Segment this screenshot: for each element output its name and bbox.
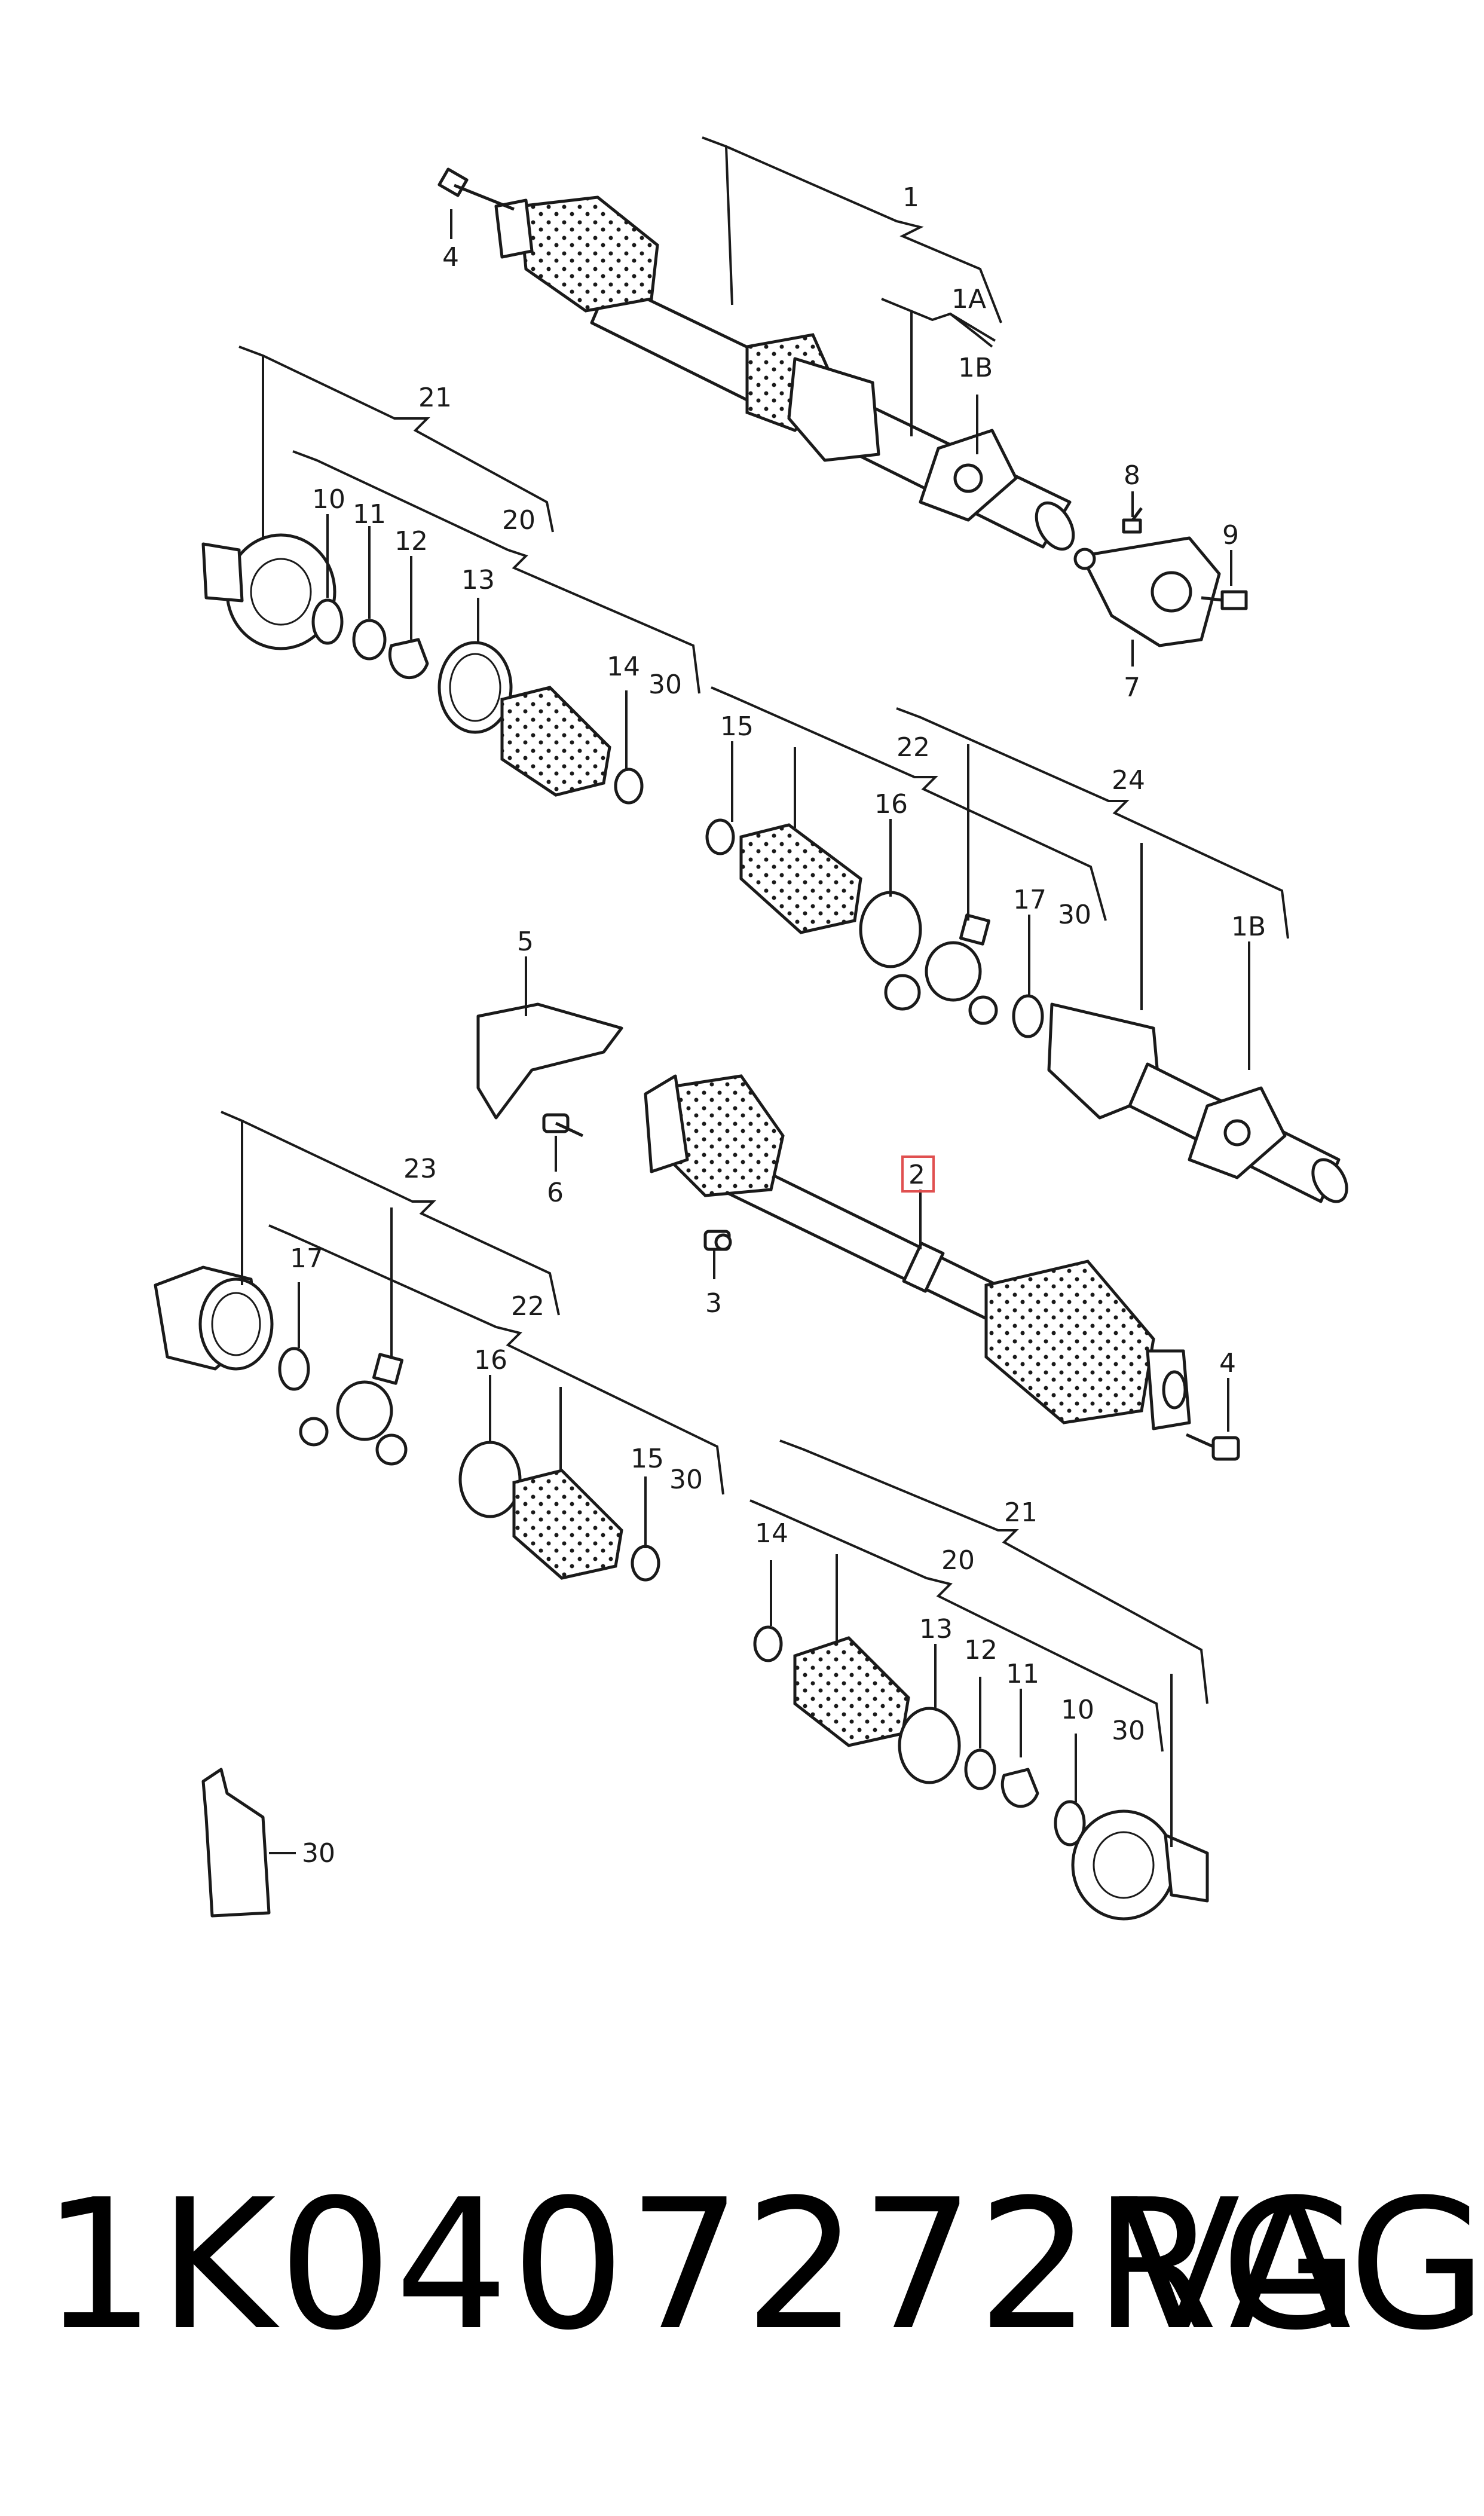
cup-11-bot[interactable] (1000, 1768, 1039, 1808)
callout-17-bot: 17 (290, 1243, 323, 1274)
callout-1: 1 (902, 182, 919, 213)
callout-17-top: 17 (1013, 885, 1047, 915)
callout-10-top: 10 (312, 484, 345, 515)
callout-13-bot: 13 (919, 1614, 953, 1644)
callout-1b-top: 1B (958, 353, 993, 383)
highlight-box-2 (901, 1155, 935, 1193)
callout-1a: 1A (951, 284, 986, 314)
tripod-22[interactable] (884, 913, 998, 1025)
clamp-14-top[interactable] (614, 768, 644, 805)
clamp-15-bot[interactable] (631, 1545, 660, 1582)
callout-4-mid: 4 (1219, 1348, 1236, 1378)
callout-12-bot: 12 (964, 1635, 998, 1665)
callout-24: 24 (1112, 765, 1145, 796)
callout-5: 5 (517, 927, 534, 957)
bolt-3[interactable] (703, 1230, 732, 1251)
circlip-17-top[interactable] (1012, 994, 1044, 1038)
callout-11-bot: 11 (1006, 1659, 1039, 1689)
drive-shaft-upper[interactable] (494, 195, 1081, 555)
callout-30-d: 30 (1112, 1716, 1145, 1746)
tripod-22-bot[interactable] (299, 1353, 408, 1466)
callout-labels: 1 1A 1B 4 8 9 7 21 20 10 11 12 13 14 30 … (290, 182, 1266, 1869)
callout-7: 7 (1124, 672, 1140, 703)
bolt-9[interactable] (1201, 590, 1248, 610)
callout-1b-mid: 1B (1231, 912, 1266, 942)
heat-shield-5[interactable] (476, 1002, 623, 1120)
callout-3: 3 (705, 1288, 722, 1319)
callout-15-bot: 15 (631, 1444, 664, 1474)
ring-12-bot[interactable] (964, 1748, 996, 1790)
outer-joint-21-bot[interactable] (1071, 1809, 1209, 1921)
bracket-7[interactable] (1073, 536, 1221, 647)
cup-12-top[interactable] (388, 638, 429, 680)
callout-23: 23 (403, 1154, 437, 1184)
callout-22-bot: 22 (511, 1291, 544, 1322)
callout-9: 9 (1222, 520, 1239, 551)
callout-11-top: 11 (353, 499, 386, 530)
callout-14-bot: 14 (755, 1518, 788, 1549)
callout-16-bot: 16 (474, 1345, 507, 1375)
callout-30-c: 30 (669, 1465, 703, 1495)
bolt-6[interactable] (542, 1113, 584, 1138)
clamp-15-top[interactable] (705, 818, 735, 855)
callout-22-top: 22 (896, 732, 930, 763)
clamp-13-bot[interactable] (898, 1707, 961, 1784)
circlip-17-bot[interactable] (278, 1347, 310, 1391)
callout-30-a: 30 (648, 669, 682, 700)
flange-23[interactable] (154, 1265, 274, 1371)
boot-20-top[interactable] (500, 686, 611, 797)
callout-21-top: 21 (418, 383, 452, 413)
callout-20-bot: 20 (941, 1545, 975, 1576)
callout-12-top: 12 (394, 526, 428, 557)
boot-22-top[interactable] (739, 823, 862, 934)
boot-22-bot[interactable] (512, 1469, 623, 1580)
callout-21-bot: 21 (1004, 1497, 1038, 1528)
callout-13-top: 13 (461, 565, 495, 595)
bolt-top-left[interactable] (437, 167, 515, 211)
circlip-10-top[interactable] (311, 598, 344, 645)
callout-30-grease: 30 (302, 1838, 335, 1869)
clamp-16-top[interactable] (859, 891, 922, 968)
grease-tube-30[interactable] (201, 1768, 271, 1918)
boot-20-bot[interactable] (793, 1636, 910, 1747)
clamp-16-bot[interactable] (458, 1441, 522, 1518)
callout-20-top: 20 (502, 505, 536, 536)
callout-10-bot: 10 (1061, 1695, 1094, 1725)
callout-4-top: 4 (442, 242, 459, 273)
ring-11-top[interactable] (352, 619, 387, 661)
callout-30-b: 30 (1058, 900, 1091, 930)
callout-6: 6 (547, 1178, 564, 1208)
callout-8: 8 (1124, 460, 1140, 491)
clamp-13-top[interactable] (437, 641, 513, 734)
circlip-10-bot[interactable] (1054, 1800, 1086, 1847)
brand-name: VAG (1118, 2161, 1484, 2370)
callout-15-top: 15 (720, 711, 754, 742)
callout-14-top: 14 (607, 652, 640, 682)
tripod-housing-24[interactable] (1047, 1002, 1354, 1207)
part-number: 1K0407272RG (42, 2161, 1362, 2370)
callout-16-top: 16 (874, 789, 908, 820)
exploded-parts-diagram: 1 1A 1B 4 8 9 7 21 20 10 11 12 13 14 30 … (154, 136, 1354, 1921)
callout-2: 2 (908, 1160, 925, 1190)
outer-joint-21-top[interactable] (201, 533, 336, 650)
drive-shaft-2[interactable] (644, 1074, 1191, 1430)
bolt-8[interactable] (1122, 507, 1143, 534)
bolt-4-mid[interactable] (1185, 1433, 1240, 1461)
clamp-14-bot[interactable] (753, 1625, 783, 1662)
leader-lines (221, 136, 1289, 1854)
